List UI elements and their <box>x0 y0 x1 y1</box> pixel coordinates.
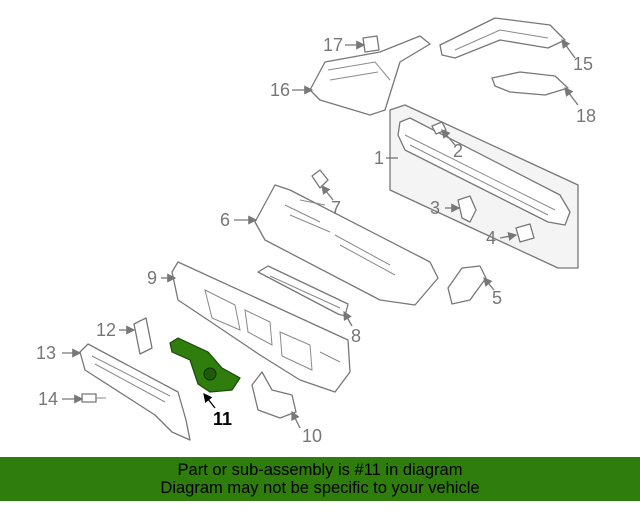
callout-5: 5 <box>492 288 502 308</box>
part-12-bracket <box>133 317 153 355</box>
callout-7: 7 <box>331 198 341 218</box>
callout-8: 8 <box>351 326 361 346</box>
callout-6: 6 <box>220 210 230 230</box>
parts-diagram: 1 2 3 4 5 6 7 8 9 10 11 12 13 14 15 16 1… <box>36 17 596 446</box>
callout-11: 11 <box>213 409 232 429</box>
banner-line-1: Part or sub-assembly is #11 in diagram <box>177 461 463 479</box>
callout-2: 2 <box>453 141 463 161</box>
callout-17: 17 <box>323 35 343 55</box>
part-11-highlighted <box>169 337 241 393</box>
leader-lines <box>62 38 579 429</box>
part-1-assembly-box <box>389 104 579 269</box>
part-16-cowl-panel <box>309 35 431 116</box>
callout-15: 15 <box>573 54 593 74</box>
part-17-clip <box>362 35 380 53</box>
callout-16: 16 <box>270 80 290 100</box>
callout-9: 9 <box>147 268 157 288</box>
part-10-panel <box>251 371 297 419</box>
part-6-cowl-panel <box>254 184 439 306</box>
part-3-bracket <box>457 195 477 223</box>
part-5-bracket <box>447 265 487 305</box>
part-18-bracket <box>491 71 569 96</box>
callout-4: 4 <box>486 228 496 248</box>
banner-line-2: Diagram may not be specific to your vehi… <box>160 479 480 497</box>
callout-3: 3 <box>430 198 440 218</box>
part-7-clip <box>311 169 329 189</box>
part-14-bolt <box>81 393 106 403</box>
callout-18: 18 <box>576 106 596 126</box>
info-banner: Part or sub-assembly is #11 in diagram D… <box>0 457 640 501</box>
callout-13: 13 <box>36 343 56 363</box>
callout-12: 12 <box>96 320 116 340</box>
callout-1: 1 <box>374 148 384 168</box>
part-8-reinforcement <box>257 265 349 317</box>
callout-14: 14 <box>38 389 58 409</box>
part-4-bracket <box>515 223 535 243</box>
part-13-rail <box>79 343 191 441</box>
part-9-dash-panel <box>171 261 351 393</box>
callout-10: 10 <box>302 426 322 446</box>
part-15-cowl-panel <box>439 17 566 59</box>
